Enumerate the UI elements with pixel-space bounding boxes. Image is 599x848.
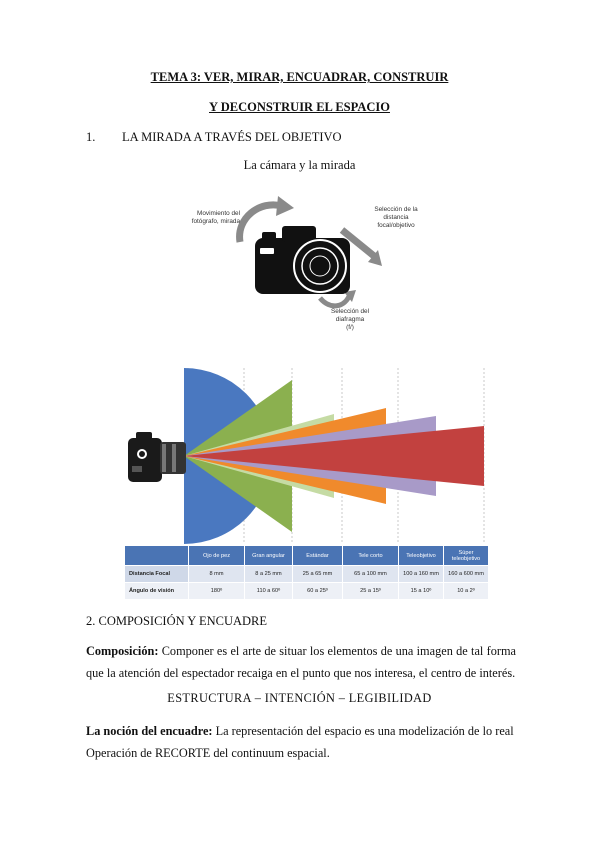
table-cell: 110 a 60º	[244, 582, 293, 600]
aperture-label: Selección del diafragma (f/)	[320, 308, 380, 332]
encuadre-paragraph: La noción del encuadre: La representació…	[86, 720, 516, 742]
table-row: Ángulo de visión 180º 110 a 60º 60 a 25º…	[124, 582, 489, 600]
focal-label: Selección de la distancia focal/objetivo	[366, 206, 426, 230]
composicion-label: Composición:	[86, 644, 159, 658]
camera-diagram: Movimiento del fotógrafo, mirada Selecci…	[170, 190, 430, 340]
section-2-title: 2. COMPOSICIÓN Y ENCUADRE	[86, 614, 268, 628]
table-cell: 25 a 65 mm	[292, 565, 343, 583]
curved-arrow-head-icon	[276, 196, 294, 216]
table-row-header: Distancia Focal	[124, 565, 189, 583]
table-header-cell: Gran angular	[244, 545, 293, 566]
tele-wedge	[184, 426, 484, 486]
focal-arrow-icon	[339, 227, 377, 259]
composicion-paragraph: Composición: Componer es el arte de situ…	[86, 640, 516, 684]
table-header-cell: Ojo de pez	[188, 545, 245, 566]
table-header-cell: Súper teleobjetivo	[443, 545, 489, 566]
movement-label-line: Movimiento del	[197, 210, 240, 217]
focal-label-line: distancia	[383, 214, 409, 221]
section-1-title: LA MIRADA A TRAVÉS DEL OBJETIVO	[122, 130, 342, 144]
encuadre-line-2: Operación de RECORTE del continuum espac…	[86, 746, 330, 760]
table-cell: 15 a 10º	[398, 582, 444, 600]
focal-length-table: Ojo de pez Gran angular Estándar Tele co…	[124, 545, 489, 600]
table-cell: 25 a 15º	[342, 582, 399, 600]
table-row: Distancia Focal 8 mm 8 a 25 mm 25 a 65 m…	[124, 565, 489, 583]
lens-angle-chart	[124, 368, 488, 544]
movement-label-line: fotógrafo, mirada	[191, 218, 240, 225]
aperture-label-line: diafragma	[335, 316, 365, 323]
table-header-cell: Tele corto	[342, 545, 399, 566]
aperture-arrow-icon	[318, 292, 353, 309]
page-title-line-2: Y DECONSTRUIR EL ESPACIO	[209, 100, 390, 114]
table-cell: 100 a 160 mm	[398, 565, 444, 583]
table-row-header: Ángulo de visión	[124, 582, 189, 600]
encuadre-label: La noción del encuadre:	[86, 724, 213, 738]
table-cell: 180º	[188, 582, 245, 600]
dslr-camera-icon	[128, 432, 186, 482]
composicion-text: Componer es el arte de situar los elemen…	[86, 644, 516, 680]
camera-illustration	[236, 196, 382, 309]
table-cell: 160 a 600 mm	[443, 565, 489, 583]
camera-icon	[255, 226, 350, 294]
table-cell: 65 a 100 mm	[342, 565, 399, 583]
table-header-cell: Estándar	[292, 545, 343, 566]
table-cell: 8 mm	[188, 565, 245, 583]
focal-arrow-head-icon	[368, 250, 382, 266]
table-header-row: Ojo de pez Gran angular Estándar Tele co…	[124, 545, 489, 566]
encuadre-text: La representación del espacio es una mod…	[212, 724, 514, 738]
aperture-label-line: (f/)	[346, 324, 354, 331]
aperture-arrow-head-icon	[344, 290, 356, 302]
table-cell: 10 a 2º	[443, 582, 489, 600]
table-cell: 8 a 25 mm	[244, 565, 293, 583]
page-title-line-1: TEMA 3: VER, MIRAR, ENCUADRAR, CONSTRUIR	[150, 70, 449, 84]
section-1-number: 1.	[86, 130, 96, 144]
table-cell: 60 a 25º	[292, 582, 343, 600]
estructura-line: ESTRUCTURA – INTENCIÓN – LEGIBILIDAD	[167, 691, 432, 705]
focal-label-line: focal/objetivo	[377, 222, 415, 229]
table-header-cell	[124, 545, 189, 566]
lens-fan-graphic	[128, 368, 485, 544]
movement-label: Movimiento del fotógrafo, mirada	[180, 210, 240, 226]
table-header-cell: Teleobjetivo	[398, 545, 444, 566]
aperture-label-line: Selección del	[330, 308, 369, 315]
curved-arrow-icon	[236, 201, 283, 243]
focal-label-line: Selección de la	[374, 206, 418, 213]
figure-caption: La cámara y la mirada	[243, 158, 356, 172]
